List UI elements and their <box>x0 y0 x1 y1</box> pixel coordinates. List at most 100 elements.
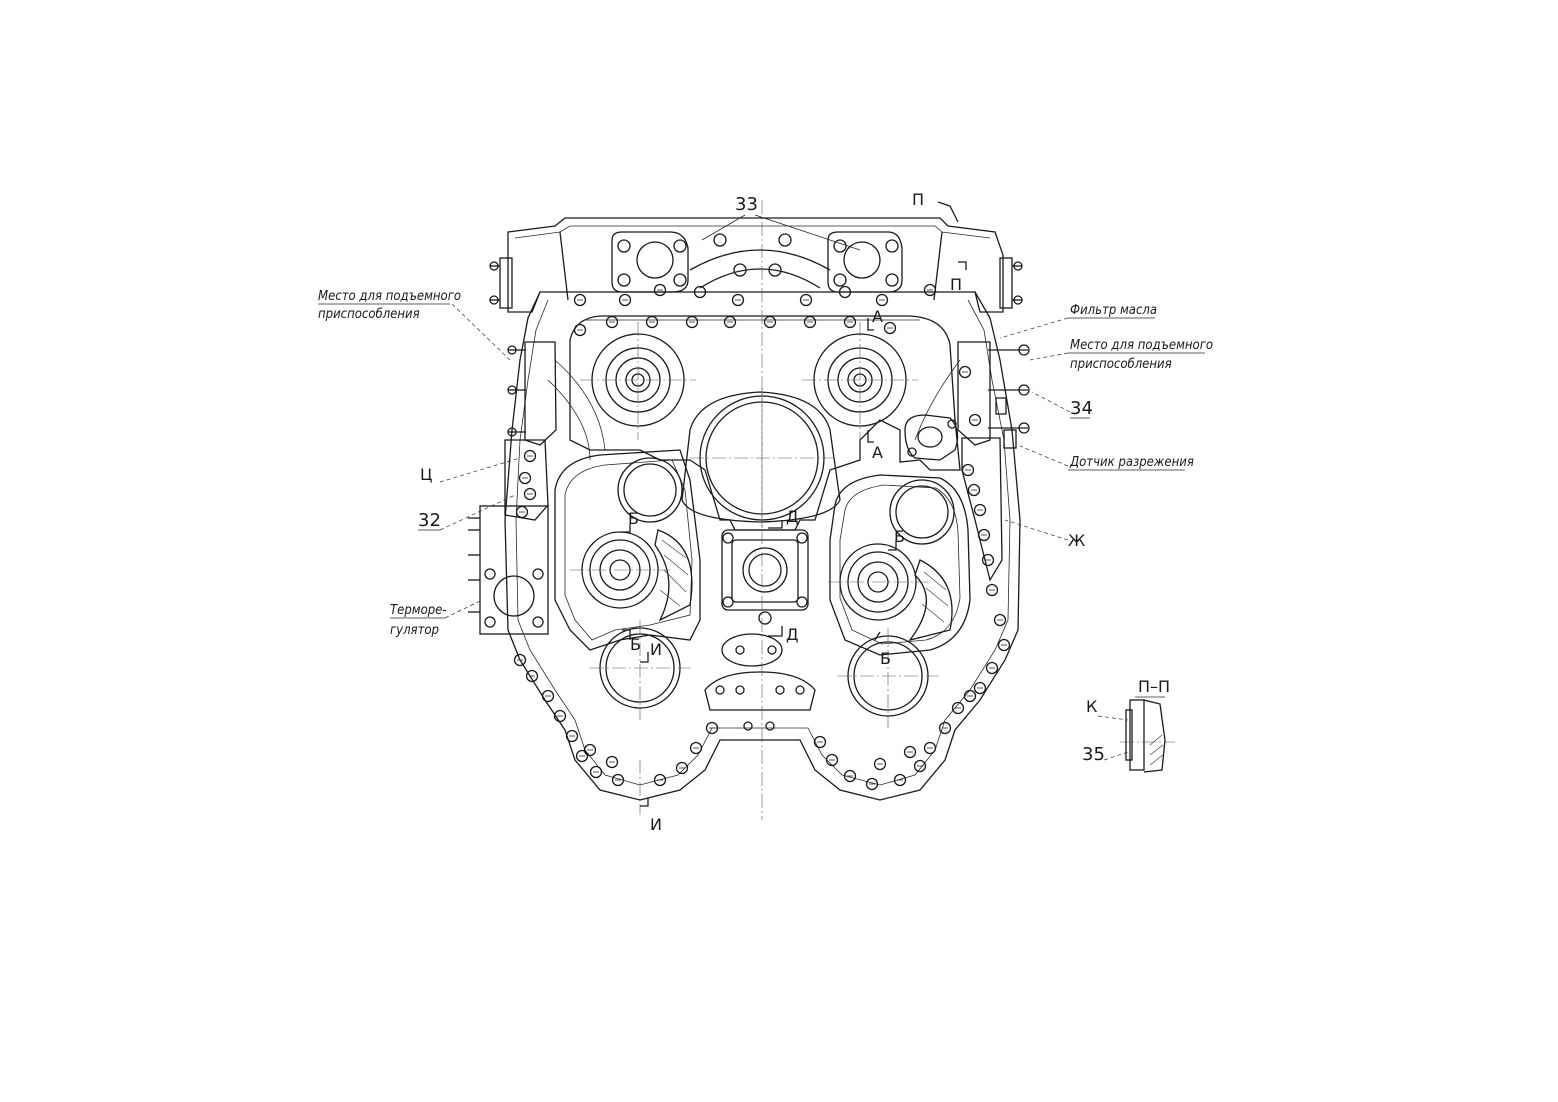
bolt-head <box>518 471 532 485</box>
section-pp-detail <box>1120 699 1175 773</box>
section-title-pp: П–П <box>1138 677 1170 696</box>
bolt-head <box>685 315 699 329</box>
bolt-head <box>951 701 965 715</box>
bolt-head <box>963 689 977 703</box>
lift-point-right-label-2: приспособления <box>1070 357 1172 372</box>
bolt-head <box>705 721 719 735</box>
top-cover-right <box>827 231 903 293</box>
lift-point-left-label-1: Место для подъемного <box>318 289 461 304</box>
lift-point-left-label-2: приспособления <box>318 307 420 322</box>
section-mark-p-right: П <box>950 275 962 294</box>
callout-34: 34 <box>1070 398 1093 419</box>
section-mark-i-top: И <box>650 640 662 659</box>
bolt-head <box>923 283 937 297</box>
bolt-head <box>958 365 972 379</box>
bolt-head <box>883 321 897 335</box>
bolt-head <box>985 583 999 597</box>
right-fittings <box>988 344 1030 449</box>
bolt-head <box>968 413 982 427</box>
left-fittings <box>507 345 526 437</box>
section-mark-b-right-top: Б <box>894 527 905 546</box>
vacuum-sensor-label: Дотчик разрежения <box>1069 455 1194 470</box>
main-housing <box>504 291 1021 801</box>
oil-filter-flange <box>904 414 959 461</box>
bolt-head <box>981 553 995 567</box>
top-cover-left <box>611 231 689 293</box>
upper-bearing-right <box>802 322 918 440</box>
callout-35: 35 <box>1082 744 1105 765</box>
bolt-head <box>938 721 952 735</box>
section-letters: П П А А Ц Ж Б Б Б Б Д Д И И К П–П <box>420 190 1170 834</box>
callout-32: 32 <box>418 510 441 531</box>
section-mark-p-top: П <box>912 190 924 209</box>
bolt-head <box>985 661 999 675</box>
bolt-head <box>618 293 632 307</box>
bolt-head <box>573 293 587 307</box>
bolt-head <box>675 761 689 775</box>
section-mark-i-bottom: И <box>650 815 662 834</box>
upper-bearing-left <box>580 322 696 440</box>
bolt-head <box>803 315 817 329</box>
bolt-head <box>903 745 917 759</box>
bolt-head <box>611 773 625 787</box>
bolt-head <box>575 749 589 763</box>
bolt-head <box>723 315 737 329</box>
thermostat-label-1: Терморе- <box>390 603 447 618</box>
section-mark-a-bottom: А <box>872 443 883 462</box>
bolt-head <box>923 741 937 755</box>
bolt-head <box>973 503 987 517</box>
oil-filter-label: Фильтр масла <box>1070 303 1157 318</box>
bolt-head <box>731 293 745 307</box>
callout-labels: 33 34 32 35 Место для подъемного приспос… <box>318 194 1213 765</box>
thermostat-housing <box>468 505 549 635</box>
bolt-head <box>605 315 619 329</box>
callout-33: 33 <box>735 194 758 215</box>
bolt-head <box>799 293 813 307</box>
bolt-head <box>838 285 852 299</box>
bolt-head <box>967 483 981 497</box>
bolt-head <box>873 757 887 771</box>
bolt-head <box>653 283 667 297</box>
bolt-head <box>565 729 579 743</box>
bolt-head <box>973 681 987 695</box>
thermostat-label-2: гулятор <box>390 623 439 638</box>
bottom-center-plate <box>704 671 816 731</box>
section-mark-b-left-top: Б <box>628 509 639 528</box>
bolt-head <box>513 653 527 667</box>
central-pump-flange <box>721 529 809 667</box>
bolt-head <box>653 773 667 787</box>
bolt-head <box>525 669 539 683</box>
right-chamber <box>828 474 971 728</box>
bolt-head <box>893 773 907 787</box>
section-mark-b-right-bottom: Б <box>880 649 891 668</box>
bolt-head <box>541 689 555 703</box>
top-housing <box>489 217 1023 313</box>
bolt-head <box>553 709 567 723</box>
leader-lines <box>318 201 1205 807</box>
bolt-head <box>693 285 707 299</box>
bolt-head <box>583 743 597 757</box>
bolt-head <box>843 315 857 329</box>
section-mark-ts: Ц <box>420 465 432 484</box>
bolt-head <box>865 777 879 791</box>
bolt-head <box>645 315 659 329</box>
bolt-head <box>825 753 839 767</box>
section-mark-b-left-bottom: Б <box>630 635 641 654</box>
perimeter-bolts <box>513 283 1011 791</box>
left-chamber <box>554 449 701 720</box>
section-mark-k: К <box>1086 697 1098 716</box>
bolt-head <box>913 759 927 773</box>
bolt-head <box>763 315 777 329</box>
bolt-head <box>589 765 603 779</box>
bolt-head <box>689 741 703 755</box>
bolt-head <box>875 293 889 307</box>
left-bracket <box>504 341 606 521</box>
bolt-head <box>523 449 537 463</box>
header-bolts <box>489 261 1023 305</box>
bolt-head <box>843 769 857 783</box>
bolt-head <box>573 323 587 337</box>
section-mark-d-top: Д <box>786 507 799 526</box>
bolt-head <box>997 638 1011 652</box>
central-bore <box>681 388 841 528</box>
